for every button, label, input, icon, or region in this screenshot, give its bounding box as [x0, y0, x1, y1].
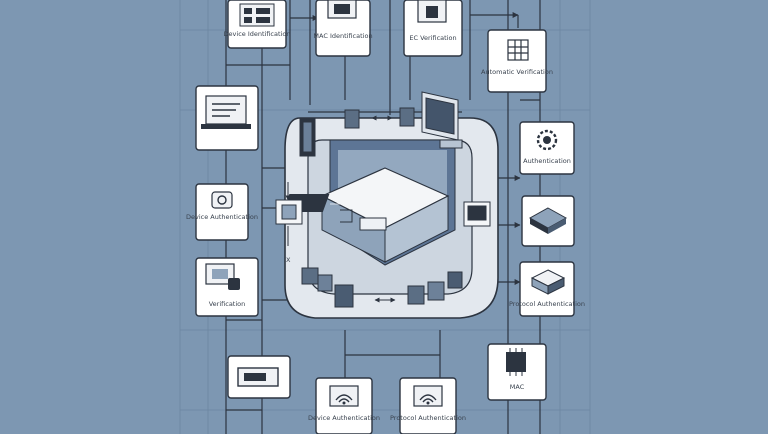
card-mac-identification: MAC Identification [313, 0, 373, 57]
chip-icon [275, 199, 303, 225]
monitor-icon [205, 263, 240, 290]
card-automatic-verification: Automatic Verification [481, 29, 553, 93]
card-label: Device Authentication [186, 213, 258, 221]
lock-icon [211, 191, 233, 209]
card-device-reader [227, 355, 291, 399]
card-label: Automatic Verification [481, 68, 553, 76]
router-icon [282, 167, 450, 263]
card-authentication: Authentication [519, 121, 575, 175]
router-icon [327, 0, 357, 19]
card-device-authentication: Device Authentication [186, 183, 258, 241]
monitor-icon [463, 201, 491, 227]
grid-icon [507, 39, 529, 61]
card-label: Authentication [523, 157, 571, 165]
monitor-icon [421, 91, 463, 149]
gear-icon [536, 129, 558, 151]
card-laptop [195, 85, 259, 151]
wifi-icon [413, 385, 443, 407]
card-label: Device Identification [224, 30, 291, 38]
card-device-identification-top: Device Identification [224, 0, 291, 49]
card-protocol-authentication-bottom: Protocol Authentication [390, 377, 466, 434]
card-device-authentication-bottom: Device Authentication [308, 377, 380, 434]
card-mac: MAC [487, 343, 547, 401]
card-label: Protocol Authentication [390, 414, 466, 422]
card-reader-icon [237, 367, 279, 387]
axis-x-mark: X [286, 256, 291, 264]
wifi-icon [329, 385, 359, 407]
card-label: MAC Identification [313, 32, 372, 40]
card-chip [521, 195, 575, 247]
card-verification: Verification [195, 257, 259, 317]
card-label: Protocol Authentication [509, 300, 585, 308]
tablet-icon [299, 117, 316, 157]
card-protocol-authentication: Protocol Authentication [509, 261, 585, 317]
chip-icon [506, 348, 526, 376]
server-icon [530, 269, 566, 295]
card-ec-verification: EC Verification [403, 0, 463, 57]
card-label: Verification [209, 300, 246, 308]
lock-icon [417, 0, 447, 23]
card-label: Device Authentication [308, 414, 380, 422]
card-label: EC Verification [409, 34, 456, 42]
toggle-icon [244, 8, 270, 23]
central-platform [282, 111, 499, 319]
server-icon [301, 107, 463, 308]
laptop-icon [201, 95, 251, 129]
card-label: MAC [510, 383, 525, 391]
chip-icon [528, 207, 568, 234]
ring-devices [275, 91, 491, 308]
